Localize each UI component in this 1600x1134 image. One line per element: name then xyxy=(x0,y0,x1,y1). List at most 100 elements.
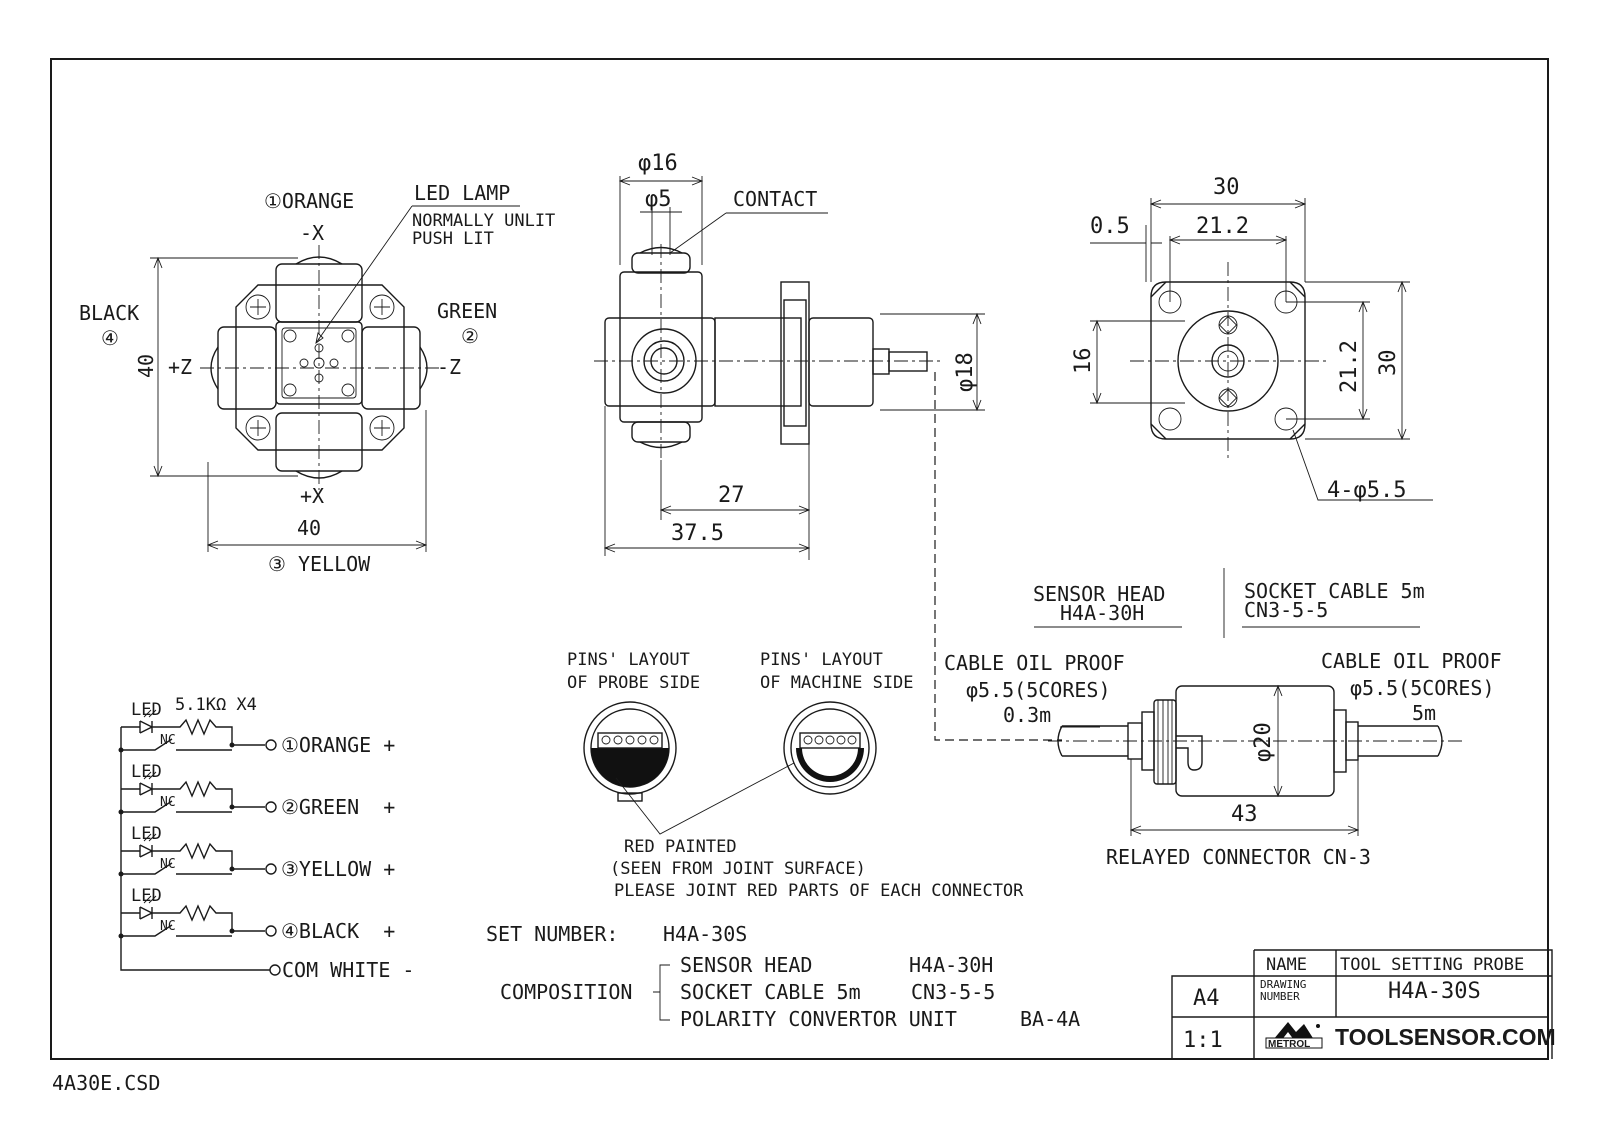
label-socket-cable-model: CN3-5-5 xyxy=(1244,598,1328,622)
top-view: ①ORANGE -X +X BLACK ④ GREEN ② +Z -Z 40 4… xyxy=(79,181,555,576)
dim-dia5-value: φ5 xyxy=(645,187,672,212)
cable-connector: SENSOR HEAD H4A-30H SOCKET CABLE 5m CN3-… xyxy=(944,568,1502,869)
contact-leader xyxy=(669,212,828,254)
output-terminal xyxy=(265,863,277,875)
circuit-wiring xyxy=(121,842,265,875)
output-label: ②GREEN + xyxy=(281,795,395,819)
title-block-grid xyxy=(1171,949,1553,1059)
label-black-number: ④ xyxy=(101,326,119,350)
machine-red-painted-area xyxy=(796,748,864,782)
dim-16-value: 16 xyxy=(1071,348,1096,375)
set-number-label: SET NUMBER: xyxy=(486,922,618,946)
top-view-flange xyxy=(235,284,405,451)
com-terminal xyxy=(269,964,281,976)
nc-label: NC xyxy=(160,795,176,810)
composition-item-1-name: SENSOR HEAD xyxy=(680,953,812,977)
machine-pins-face xyxy=(783,701,877,795)
dim-30-side-line xyxy=(1305,281,1410,440)
label-red-painted: RED PAINTED xyxy=(624,837,737,857)
dim-dia18-line xyxy=(880,313,985,411)
label-yellow: ③ YELLOW xyxy=(268,552,371,576)
dim-21-2-top-value: 21.2 xyxy=(1196,214,1249,239)
name-label: NAME xyxy=(1266,955,1307,975)
label-green: GREEN xyxy=(437,299,497,323)
label-machine-pins-1: PINS' LAYOUT xyxy=(760,650,883,670)
dim-height-line xyxy=(150,257,298,477)
dim-dia5-line xyxy=(640,207,682,255)
label-contact: CONTACT xyxy=(733,187,817,211)
led-light-icon xyxy=(143,771,157,780)
label-spec-right: φ5.5(5CORES) xyxy=(1350,676,1495,700)
probe-pins-face xyxy=(583,701,677,795)
label-oil-proof-right: CABLE OIL PROOF xyxy=(1321,649,1502,673)
nc-label: NC xyxy=(160,919,176,934)
circuit-wiring xyxy=(121,718,265,751)
dim-16-line xyxy=(1090,320,1185,404)
dim-21-2-side-value: 21.2 xyxy=(1337,340,1362,393)
side-flange xyxy=(780,281,810,445)
led-light-icon xyxy=(143,709,157,718)
label-minus-z: -Z xyxy=(437,355,461,379)
dim-width-line xyxy=(207,410,427,552)
label-oil-proof-left: CABLE OIL PROOF xyxy=(944,651,1125,675)
label-com-white: COM WHITE - xyxy=(282,958,414,982)
dim-dia16-line xyxy=(619,176,703,265)
output-terminal xyxy=(265,739,277,751)
holes-value: 4-φ5.5 xyxy=(1327,478,1406,503)
dim-0-5-value: 0.5 xyxy=(1090,214,1130,239)
set-number-value: H4A-30S xyxy=(663,922,747,946)
led-label: LED xyxy=(131,824,162,844)
output-label: ①ORANGE + xyxy=(281,733,395,757)
composition-item-2-name: SOCKET CABLE 5m xyxy=(680,980,861,1004)
composition-bracket xyxy=(653,964,670,1021)
dim-37-5-line xyxy=(604,406,809,556)
output-label: ③YELLOW + xyxy=(281,857,395,881)
dim-21-2-top-line xyxy=(1169,236,1287,302)
dim-0-5-line xyxy=(1090,225,1162,282)
label-len-left: 0.3m xyxy=(1003,703,1051,727)
probe-red-painted-area xyxy=(591,748,669,787)
drawing-number-label-1: DRAWING xyxy=(1260,978,1306,991)
label-black: BLACK xyxy=(79,301,139,325)
composition-item-3-model: BA-4A xyxy=(1020,1007,1080,1031)
label-plus-z: +Z xyxy=(168,355,192,379)
holes-leader xyxy=(1292,429,1433,501)
label-led-note-2: PUSH LIT xyxy=(412,229,494,249)
composition-item-2-model: CN3-5-5 xyxy=(911,980,995,1004)
label-green-number: ② xyxy=(461,324,479,348)
label-orange: ①ORANGE xyxy=(264,189,354,213)
led-light-icon xyxy=(143,833,157,842)
label-sensor-head: SENSOR HEAD xyxy=(1033,582,1165,606)
output-terminal xyxy=(265,925,277,937)
led-light-icon xyxy=(143,895,157,904)
led-label: LED xyxy=(131,886,162,906)
dim-30-side-value: 30 xyxy=(1376,350,1401,377)
circuit-wiring xyxy=(121,904,265,937)
dim-dia20-value: φ20 xyxy=(1251,722,1276,762)
dim-30-top-line xyxy=(1150,198,1306,282)
sheet-border xyxy=(50,58,1549,1060)
label-sensor-head-model: H4A-30H xyxy=(1060,601,1144,625)
composition-item-1-model: H4A-30H xyxy=(909,953,993,977)
side-shank xyxy=(714,317,802,407)
circuit-com-bus xyxy=(120,727,270,971)
dim-30-top-value: 30 xyxy=(1213,175,1240,200)
top-view-holes xyxy=(245,294,395,441)
dim-dia18-value: φ18 xyxy=(953,352,978,392)
circuit-wiring xyxy=(121,780,265,813)
rear-boss xyxy=(1177,310,1279,412)
file-code: 4A30E.CSD xyxy=(52,1071,160,1095)
label-resistor: 5.1KΩ X4 xyxy=(175,695,257,715)
composition-item-3-name: POLARITY CONVERTOR UNIT xyxy=(680,1007,957,1031)
red-painted-leader xyxy=(615,762,795,835)
label-spec-left: φ5.5(5CORES) xyxy=(966,678,1111,702)
cable-dashed-path xyxy=(934,372,1062,741)
label-socket-cable: SOCKET CABLE 5m xyxy=(1244,579,1425,603)
dim-width-value: 40 xyxy=(297,516,321,540)
led-leader xyxy=(315,205,520,344)
